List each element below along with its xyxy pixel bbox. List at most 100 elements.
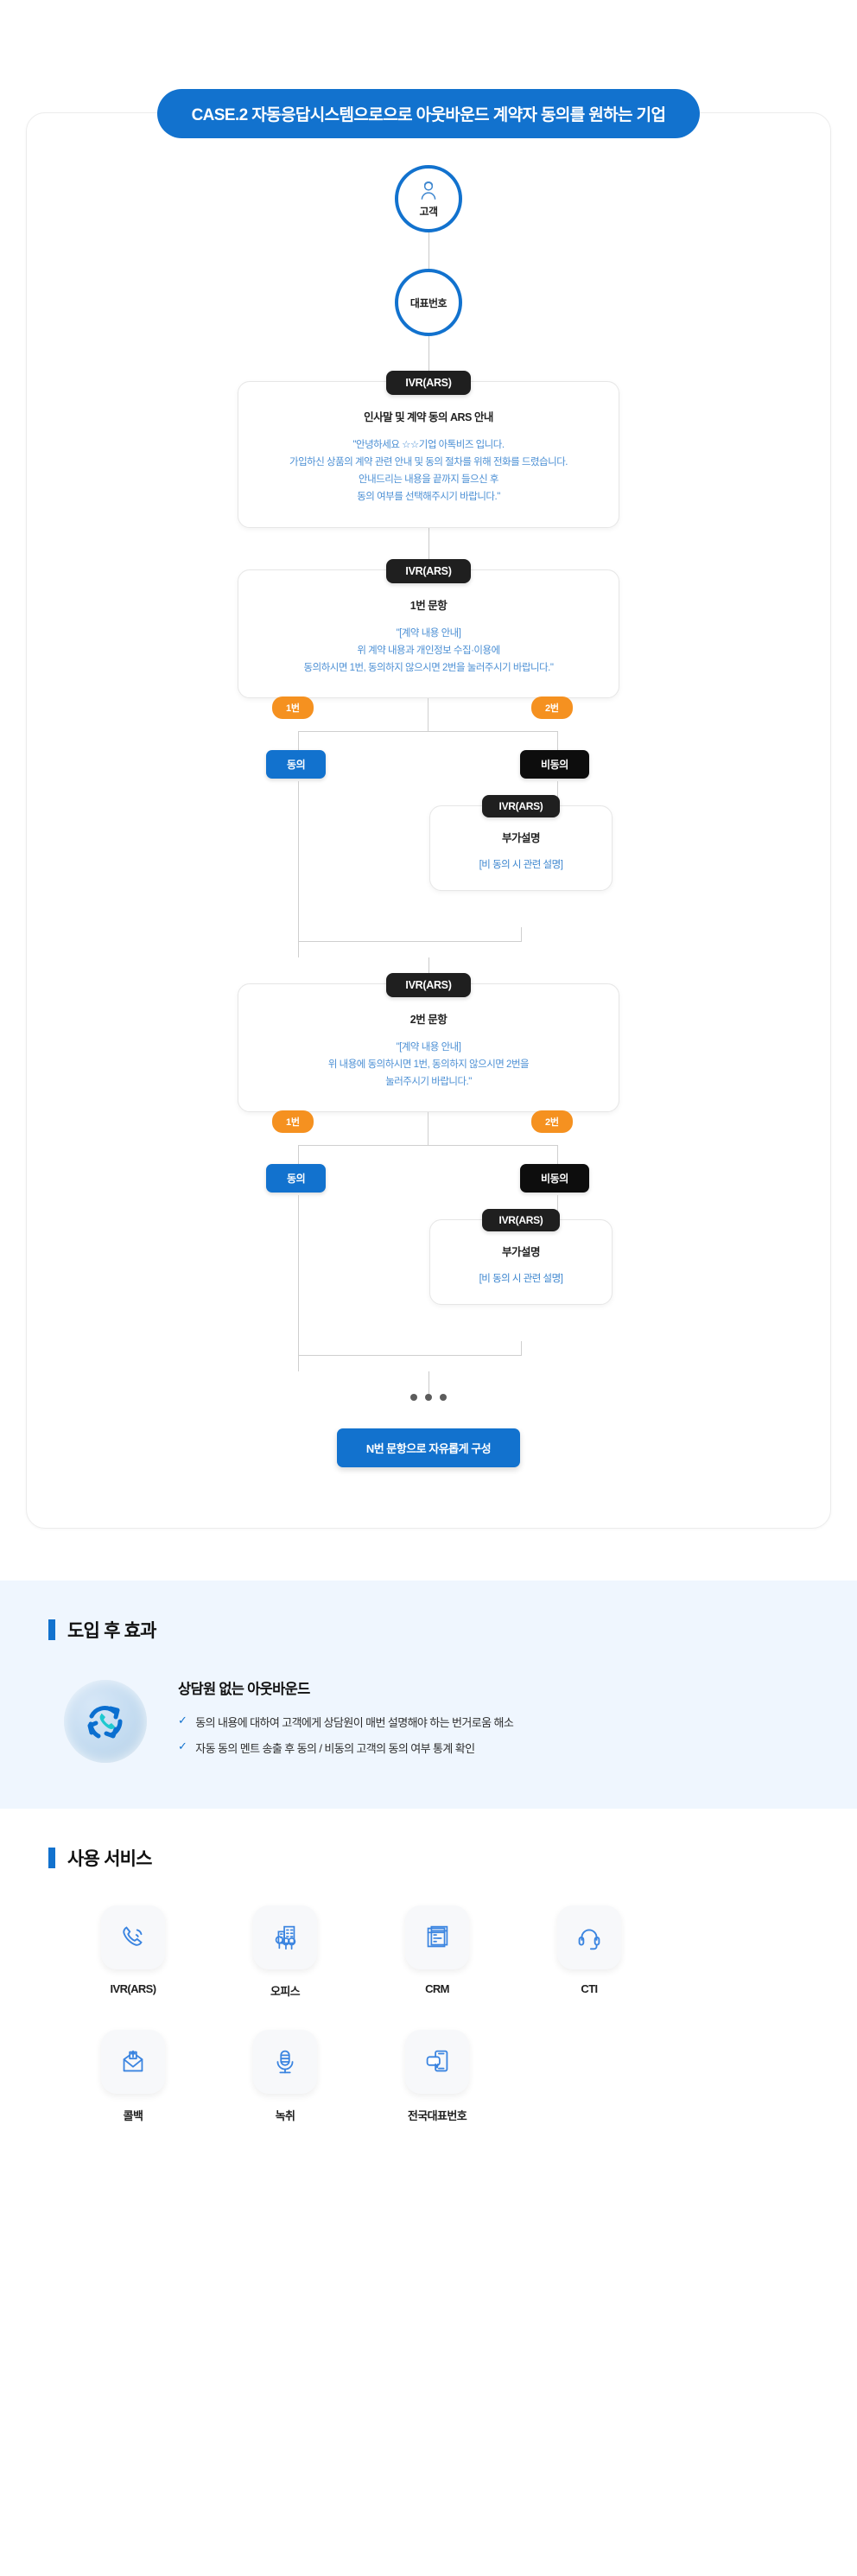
effect-text: 상담원 없는 아웃바운드 ✓ 동의 내용에 대하여 고객에게 상담원이 매번 설… xyxy=(178,1677,514,1765)
service-item-office[interactable]: 오피스 xyxy=(209,1905,361,1999)
section-accent-bar xyxy=(48,1619,55,1641)
branch-crossbar xyxy=(298,730,558,732)
step1-box: 인사말 및 계약 동의 ARS 안내 "안녕하세요 ☆☆기업 아톡비즈 입니다.… xyxy=(238,381,619,528)
branch2-sub-chip: IVR(ARS) xyxy=(481,1209,561,1232)
branch2-disagree-button[interactable]: 비동의 xyxy=(520,1164,589,1193)
step1-chip: IVR(ARS) xyxy=(386,371,471,395)
case-banner-title: CASE.2 자동응답시스템으로으로 아웃바운드 계약자 동의를 원하는 기업 xyxy=(156,89,701,138)
step2-group: IVR(ARS) 1번 문항 "[계약 내용 안내] 위 계약 내용과 개인정보… xyxy=(238,558,619,698)
services-section-title: 사용 서비스 xyxy=(67,1849,152,1870)
branch1-disagree-line xyxy=(557,780,558,804)
dot xyxy=(410,1394,417,1402)
dot xyxy=(440,1394,447,1402)
effect-bullet-text: 자동 동의 멘트 송출 후 동의 / 비동의 고객의 동의 여부 통계 확인 xyxy=(195,1742,475,1756)
effect-bullet: ✓ 동의 내용에 대하여 고객에게 상담원이 매번 설명해야 하는 번거로움 해… xyxy=(178,1714,514,1730)
branch2-agree-line xyxy=(298,1195,299,1372)
crm-window-icon xyxy=(405,1905,469,1970)
step1-body: "안녕하세요 ☆☆기업 아톡비즈 입니다. 가입하신 상품의 계약 관련 안내 … xyxy=(289,440,568,503)
branch2-sub-group: IVR(ARS) 부가설명 [비 동의 시 관련 설명] xyxy=(429,1209,613,1306)
ellipsis-dots xyxy=(410,1394,447,1402)
branch1-badge-2[interactable]: 2번 xyxy=(531,696,573,719)
step3-box: 2번 문항 "[계약 내용 안내] 위 내용에 동의하시면 1번, 동의하지 않… xyxy=(238,983,619,1113)
effect-bullet-text: 동의 내용에 대하여 고객에게 상담원이 매번 설명해야 하는 번거로움 해소 xyxy=(195,1716,514,1730)
branch2-return-bar xyxy=(298,1355,522,1357)
branch-right-drop xyxy=(557,730,558,754)
branch1-sub-chip: IVR(ARS) xyxy=(481,794,561,817)
connector-line xyxy=(428,1371,429,1395)
service-label: CRM xyxy=(425,1982,449,1996)
step1-group: IVR(ARS) 인사말 및 계약 동의 ARS 안내 "안녕하세요 ☆☆기업 … xyxy=(238,371,619,528)
check-icon: ✓ xyxy=(178,1740,187,1753)
branch2-sub-body: [비 동의 시 관련 설명] xyxy=(479,1274,563,1285)
service-label: IVR(ARS) xyxy=(110,1982,157,1996)
main-number-node[interactable]: 대표번호 xyxy=(395,269,462,336)
branch1-sub-group: IVR(ARS) 부가설명 [비 동의 시 관련 설명] xyxy=(429,794,613,891)
service-item-cti[interactable]: CTI xyxy=(513,1905,665,1999)
main-number-node-label: 대표번호 xyxy=(409,296,448,309)
branch1-badge-1[interactable]: 1번 xyxy=(272,696,314,719)
envelope-callback-icon xyxy=(101,2030,165,2095)
customer-person-icon xyxy=(417,180,440,202)
service-item-ivr[interactable]: IVR(ARS) xyxy=(57,1905,209,1999)
service-item-recording[interactable]: 녹취 xyxy=(209,2030,361,2123)
branch1-agree-button[interactable]: 동의 xyxy=(266,749,327,779)
branch2-sub-title: 부가설명 xyxy=(501,1246,541,1259)
step3-title: 2번 문항 xyxy=(409,1013,448,1026)
service-label: 오피스 xyxy=(270,1985,301,1999)
branch1-agree-line xyxy=(298,780,299,957)
service-item-callback[interactable]: 콜백 xyxy=(57,2030,209,2123)
branch2-badge-1[interactable]: 1번 xyxy=(272,1110,314,1134)
connector-line xyxy=(428,232,429,269)
services-section: 사용 서비스 IVR(ARS) xyxy=(0,1809,857,2216)
section-accent-bar xyxy=(48,1848,55,1869)
headset-icon xyxy=(557,1905,621,1970)
effect-body: 상담원 없는 아웃바운드 ✓ 동의 내용에 대하여 고객에게 상담원이 매번 설… xyxy=(48,1677,809,1765)
step3-body: "[계약 내용 안내] 위 내용에 동의하시면 1번, 동의하지 않으시면 2번… xyxy=(327,1041,530,1088)
effect-section: 도입 후 효과 상담원 없는 아웃바운드 ✓ 동의 내용에 대하여 고객 xyxy=(0,1581,857,1810)
flow-diagram-card: CASE.2 자동응답시스템으로으로 아웃바운드 계약자 동의를 원하는 기업 … xyxy=(26,89,831,1530)
branch2-sub-box: 부가설명 [비 동의 시 관련 설명] xyxy=(429,1219,613,1306)
connector-line xyxy=(428,957,429,973)
call-recycle-icon xyxy=(64,1680,147,1764)
branch2-agree-button[interactable]: 동의 xyxy=(266,1164,327,1193)
effect-section-title: 도입 후 효과 xyxy=(67,1621,156,1642)
branch1-sub-box: 부가설명 [비 동의 시 관련 설명] xyxy=(429,805,613,891)
final-compose-button[interactable]: N번 문항으로 자유롭게 구성 xyxy=(336,1428,521,1468)
customer-node-label: 고객 xyxy=(419,205,438,218)
branch-right-drop xyxy=(557,1145,558,1168)
branch1-sub-body: [비 동의 시 관련 설명] xyxy=(479,859,563,870)
banner-wrapper: CASE.2 자동응답시스템으로으로 아웃바운드 계약자 동의를 원하는 기업 xyxy=(27,89,830,138)
connector-line xyxy=(428,336,429,371)
service-item-crm[interactable]: CRM xyxy=(361,1905,513,1999)
connector-line xyxy=(428,527,429,559)
branch-crossbar xyxy=(298,1145,558,1147)
branch1-disagree-button[interactable]: 비동의 xyxy=(520,749,589,779)
effect-bullet: ✓ 자동 동의 멘트 송출 후 동의 / 비동의 고객의 동의 여부 통계 확인 xyxy=(178,1740,513,1756)
phone-ring-icon xyxy=(101,1905,165,1970)
effect-heading: 상담원 없는 아웃바운드 xyxy=(178,1682,310,1698)
branch-2: 1번 2번 동의 비동의 IVR(ARS) 부가설명 [비 동의 시 관련 설명… xyxy=(238,1110,619,1372)
customer-node[interactable]: 고객 xyxy=(395,165,462,232)
branch2-return-drop xyxy=(521,1341,522,1356)
check-icon: ✓ xyxy=(178,1714,187,1727)
effect-section-header: 도입 후 효과 xyxy=(48,1617,809,1643)
branch1-return-drop xyxy=(521,926,522,941)
service-label: CTI xyxy=(581,1982,598,1996)
service-label: 콜백 xyxy=(123,2109,143,2123)
branch2-badge-2[interactable]: 2번 xyxy=(531,1110,573,1134)
services-section-header: 사용 서비스 xyxy=(48,1845,809,1871)
office-building-icon xyxy=(253,1905,317,1970)
step1-title: 인사말 및 계약 동의 ARS 안내 xyxy=(364,411,493,423)
step2-title: 1번 문항 xyxy=(409,599,448,612)
branch1-return-bar xyxy=(298,940,522,942)
service-label: 녹취 xyxy=(275,2109,295,2123)
step2-body: "[계약 내용 안내] 위 계약 내용과 개인정보 수집·이용에 동의하시면 1… xyxy=(303,627,554,673)
step2-chip: IVR(ARS) xyxy=(386,558,471,583)
branch2-disagree-line xyxy=(557,1195,558,1218)
service-label: 전국대표번호 xyxy=(407,2109,467,2123)
service-item-national-number[interactable]: 전국대표번호 xyxy=(361,2030,513,2123)
dot xyxy=(425,1394,432,1402)
flow-inner: 고객 대표번호 IVR(ARS) 인사말 및 계약 동의 ARS 안내 "안녕하… xyxy=(27,165,830,1468)
branch-left-drop xyxy=(298,1145,299,1168)
